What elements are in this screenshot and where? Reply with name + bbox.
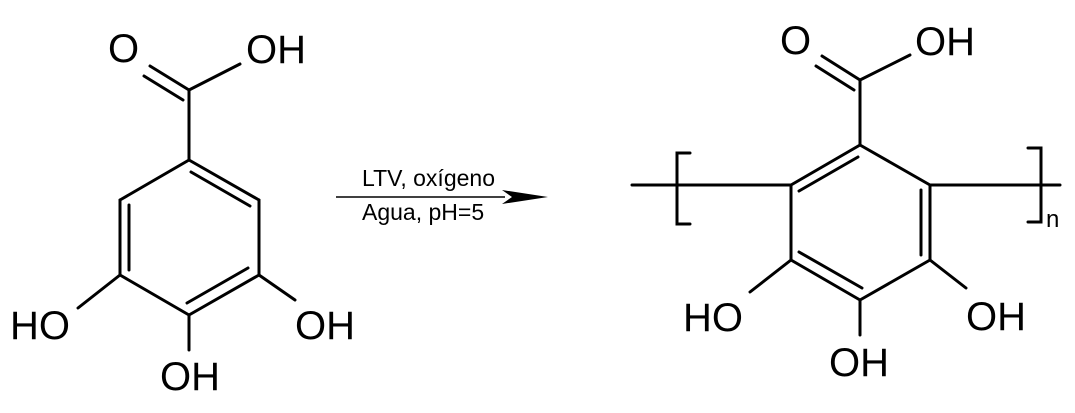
reactant-acid-oh-label: OH <box>246 28 306 72</box>
repeat-subscript-n: n <box>1046 206 1059 233</box>
product-bonds <box>630 53 1062 337</box>
right-bracket <box>1026 146 1043 224</box>
product-acid-oh-label: OH <box>915 20 975 64</box>
reactant-molecule: O OH HO OH OH <box>10 27 355 399</box>
product-left-oh-label: HO <box>683 296 743 340</box>
reactant-bottom-oh-label: OH <box>160 355 220 399</box>
reactant-left-oh-label: HO <box>10 304 70 348</box>
product-right-oh-label: OH <box>966 295 1026 339</box>
product-carbonyl-o-label: O <box>780 19 811 63</box>
arrow-head-icon <box>502 190 548 204</box>
product-molecule: O OH HO OH OH n <box>630 19 1062 385</box>
product-bottom-oh-label: OH <box>829 341 889 385</box>
reaction-arrow: LTV, oxígeno Agua, pH=5 <box>336 165 548 225</box>
reactant-right-oh-label: OH <box>295 304 355 348</box>
reactant-bonds <box>76 62 297 352</box>
left-bracket <box>675 151 692 226</box>
reactant-carbonyl-o-label: O <box>108 27 139 71</box>
conditions-top: LTV, oxígeno <box>362 165 495 191</box>
conditions-bottom: Agua, pH=5 <box>362 199 484 225</box>
